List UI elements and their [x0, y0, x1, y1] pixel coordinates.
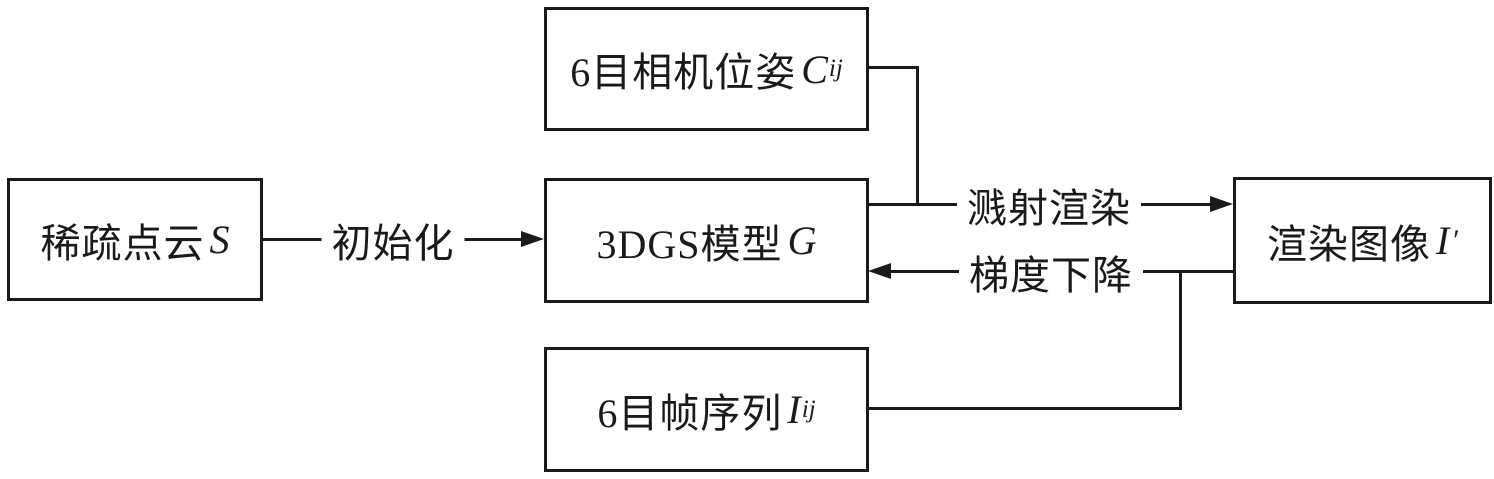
node-model-label: 3DGS模型 — [596, 221, 783, 267]
node-frames-symbol: I — [787, 387, 801, 432]
edge-splat-arrowhead — [1210, 196, 1233, 212]
edge-gradient-arrowhead — [868, 263, 891, 279]
node-sparse-symbol: S — [209, 217, 230, 262]
edge-camera-stub-vertical — [916, 66, 919, 206]
node-render-prime: ′ — [1451, 223, 1458, 257]
node-render-symbol: I — [1436, 218, 1450, 263]
node-camera-subscript: ij — [828, 55, 843, 82]
edge-label-splat-rendering: 溅射渲染 — [957, 176, 1141, 234]
node-frames-subscript: ij — [801, 395, 816, 423]
edge-frames-horizontal — [866, 407, 1182, 410]
edge-label-gradient-descent: 梯度下降 — [959, 243, 1143, 301]
edge-label-initialization: 初始化 — [321, 211, 465, 269]
node-frames-label: 6目帧序列 — [597, 390, 783, 436]
node-camera-label: 6目相机位姿 — [570, 50, 797, 95]
edge-init-arrowhead — [521, 231, 544, 247]
node-camera-symbol: C — [801, 46, 828, 92]
edge-frames-vertical — [1179, 270, 1182, 410]
edge-camera-stub-horizontal — [866, 66, 919, 69]
node-sparse-label: 稀疏点云 — [40, 220, 205, 266]
node-render-label: 渲染图像 — [1267, 221, 1432, 267]
node-model-symbol: G — [787, 218, 817, 263]
